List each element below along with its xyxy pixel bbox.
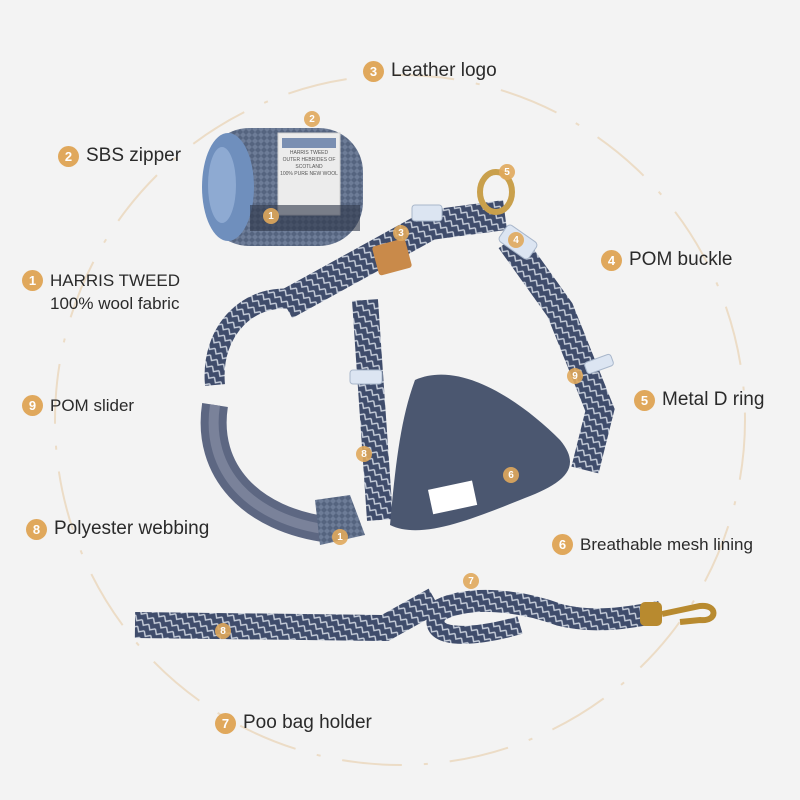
marker: 8: [215, 623, 231, 639]
label-harris-tweed: 1 HARRIS TWEED: [22, 270, 180, 291]
number-badge: 6: [552, 534, 573, 555]
marker: 9: [567, 368, 583, 384]
label-poo-bag-holder: 7 Poo bag holder: [215, 712, 372, 734]
label-text: Breathable mesh lining: [580, 534, 753, 554]
label-leather-logo: 3 Leather logo: [363, 60, 497, 82]
marker: 7: [463, 573, 479, 589]
label-breathable-mesh-lining: 6 Breathable mesh lining: [552, 534, 753, 555]
marker: 4: [508, 232, 524, 248]
label-polyester-webbing: 8 Polyester webbing: [26, 518, 209, 540]
number-badge: 1: [22, 270, 43, 291]
number-badge: 4: [601, 249, 622, 271]
label-text: Poo bag holder: [243, 712, 372, 733]
label-subtext: 100% wool fabric: [50, 294, 180, 313]
label-text: Leather logo: [391, 60, 497, 81]
marker: 1: [332, 529, 348, 545]
harness: [200, 169, 615, 545]
number-badge: 7: [215, 712, 236, 734]
label-text: Metal D ring: [662, 389, 765, 410]
guide-circle: [54, 74, 746, 766]
number-badge: 5: [634, 389, 655, 411]
number-badge: 3: [363, 60, 384, 82]
label-text: SBS zipper: [86, 145, 182, 166]
tag-line-3: 100% PURE NEW WOOL: [280, 171, 338, 177]
marker: 1: [263, 208, 279, 224]
product-tag: HARRIS TWEED OUTER HEBRIDES OF SCOTLAND …: [280, 150, 338, 178]
label-text: Polyester webbing: [54, 518, 210, 539]
number-badge: 9: [22, 395, 43, 416]
label-text: POM buckle: [629, 249, 733, 270]
marker: 3: [393, 225, 409, 241]
label-text: HARRIS TWEED: [50, 270, 181, 290]
label-sbs-zipper: 2 SBS zipper: [58, 145, 181, 167]
poo-bag-holder: [202, 128, 363, 246]
marker: 6: [503, 467, 519, 483]
marker: 8: [356, 446, 372, 462]
label-metal-d-ring: 5 Metal D ring: [634, 389, 764, 411]
number-badge: 2: [58, 145, 79, 167]
marker: 2: [304, 111, 320, 127]
marker: 5: [499, 164, 515, 180]
tag-line-1: HARRIS TWEED: [289, 150, 329, 156]
tag-line-2: OUTER HEBRIDES OF SCOTLAND: [282, 157, 336, 170]
label-pom-buckle: 4 POM buckle: [601, 249, 732, 271]
number-badge: 8: [26, 518, 47, 540]
label-pom-slider: 9 POM slider: [22, 395, 134, 416]
label-text: POM slider: [50, 395, 135, 415]
